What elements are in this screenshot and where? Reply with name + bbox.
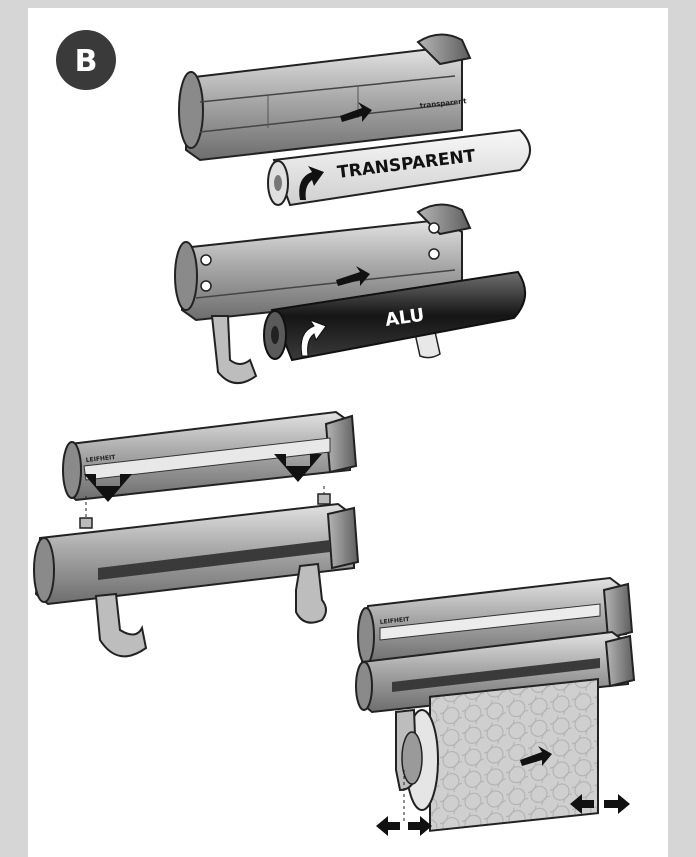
stacking-top-module: LEIFHEIT — [62, 410, 358, 502]
brand-mark-assembled: LEIFHEIT — [379, 616, 410, 626]
insert-arrow-icon — [520, 746, 552, 766]
assembled-unit: LEIFHEIT — [355, 576, 636, 836]
dispenser-alu: ALU — [174, 203, 526, 384]
insert-arrow-icon — [340, 102, 372, 122]
roll-up-arrow-icon — [300, 318, 327, 357]
left-right-arrows-icon — [570, 794, 630, 814]
step-badge: B — [56, 30, 116, 90]
down-arrow-icon — [84, 474, 132, 502]
insert-arrow-icon — [336, 266, 370, 286]
roll-up-arrow-icon — [299, 166, 324, 200]
step-badge-letter: B — [75, 44, 98, 79]
down-arrow-icon — [274, 454, 322, 482]
dispenser-transparent: transparent TRANSPARENT — [178, 33, 531, 207]
left-right-arrows-icon — [376, 816, 432, 836]
stacking-base-dispenser — [33, 486, 360, 658]
brand-mark: LEIFHEIT — [85, 454, 116, 464]
